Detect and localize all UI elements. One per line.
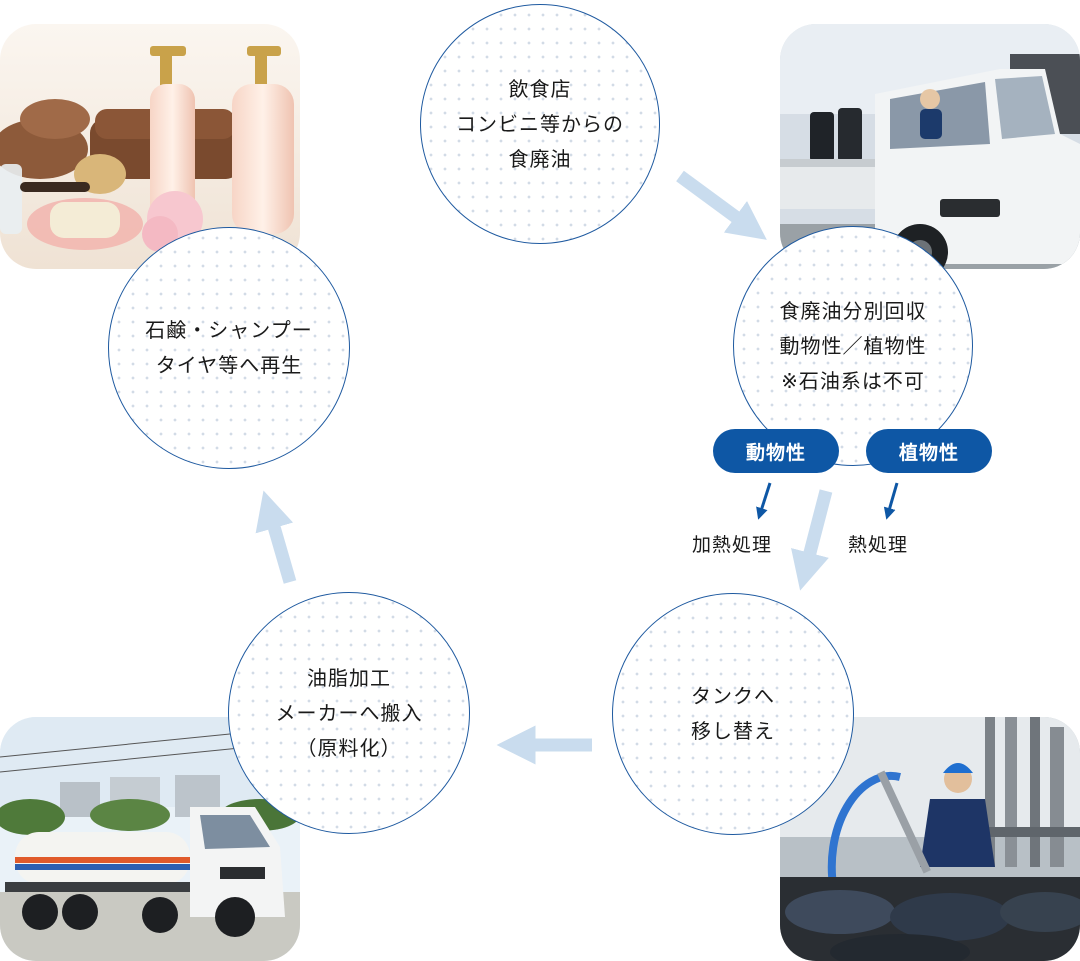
step-recycle-line-1: 石鹸・シャンプー <box>145 318 313 342</box>
step-collection-line-1: 食廃油分別回収 <box>779 298 927 323</box>
step-collection-text: 食廃油分別回収 動物性／植物性 ※石油系は不可 <box>780 294 927 399</box>
step-tank-transfer-text: タンクへ 移し替え <box>691 679 775 749</box>
step-waste-oil-line-3: 食廃油 <box>508 146 572 171</box>
step-collection-line-3: ※石油系は不可 <box>781 368 925 393</box>
animal-treatment-label: 加熱処理 <box>692 534 773 556</box>
step-processing-line-2: メーカーへ搬入 <box>275 700 423 725</box>
step-tank-transfer-line-1: タンクへ <box>691 684 775 708</box>
flow-arrow-to-collection <box>676 170 767 240</box>
vegetable-oil-pill: 植物性 <box>866 429 992 473</box>
step-processing: 油脂加工 メーカーへ搬入 （原料化） <box>228 592 470 834</box>
step-collection-line-2: 動物性／植物性 <box>779 333 927 358</box>
step-waste-oil-line-2: コンビニ等からの <box>456 111 624 136</box>
step-recycle: 石鹸・シャンプー タイヤ等へ再生 <box>108 227 350 469</box>
flow-arrow-to-tank <box>791 489 833 591</box>
flow-arrow-to-recycle <box>255 490 297 584</box>
step-waste-oil-line-1: 飲食店 <box>508 76 572 101</box>
step-tank-transfer-line-2: 移し替え <box>691 719 775 743</box>
step-tank-transfer: タンクへ 移し替え <box>612 593 854 835</box>
animal-oil-pill: 動物性 <box>713 429 839 473</box>
step-recycle-text: 石鹸・シャンプー タイヤ等へ再生 <box>145 313 312 383</box>
step-recycle-line-2: タイヤ等へ再生 <box>155 353 303 377</box>
vegetable-treatment-label: 熱処理 <box>848 534 909 556</box>
step-processing-text: 油脂加工 メーカーへ搬入 （原料化） <box>276 661 423 766</box>
step-waste-oil: 飲食店 コンビニ等からの 食廃油 <box>420 4 660 244</box>
step-processing-line-1: 油脂加工 <box>307 665 391 690</box>
step-processing-line-3: （原料化） <box>296 735 402 760</box>
step-collection: 食廃油分別回収 動物性／植物性 ※石油系は不可 <box>733 226 973 466</box>
toiletries-photo <box>0 24 300 269</box>
step-waste-oil-text: 飲食店 コンビニ等からの 食廃油 <box>456 72 624 177</box>
